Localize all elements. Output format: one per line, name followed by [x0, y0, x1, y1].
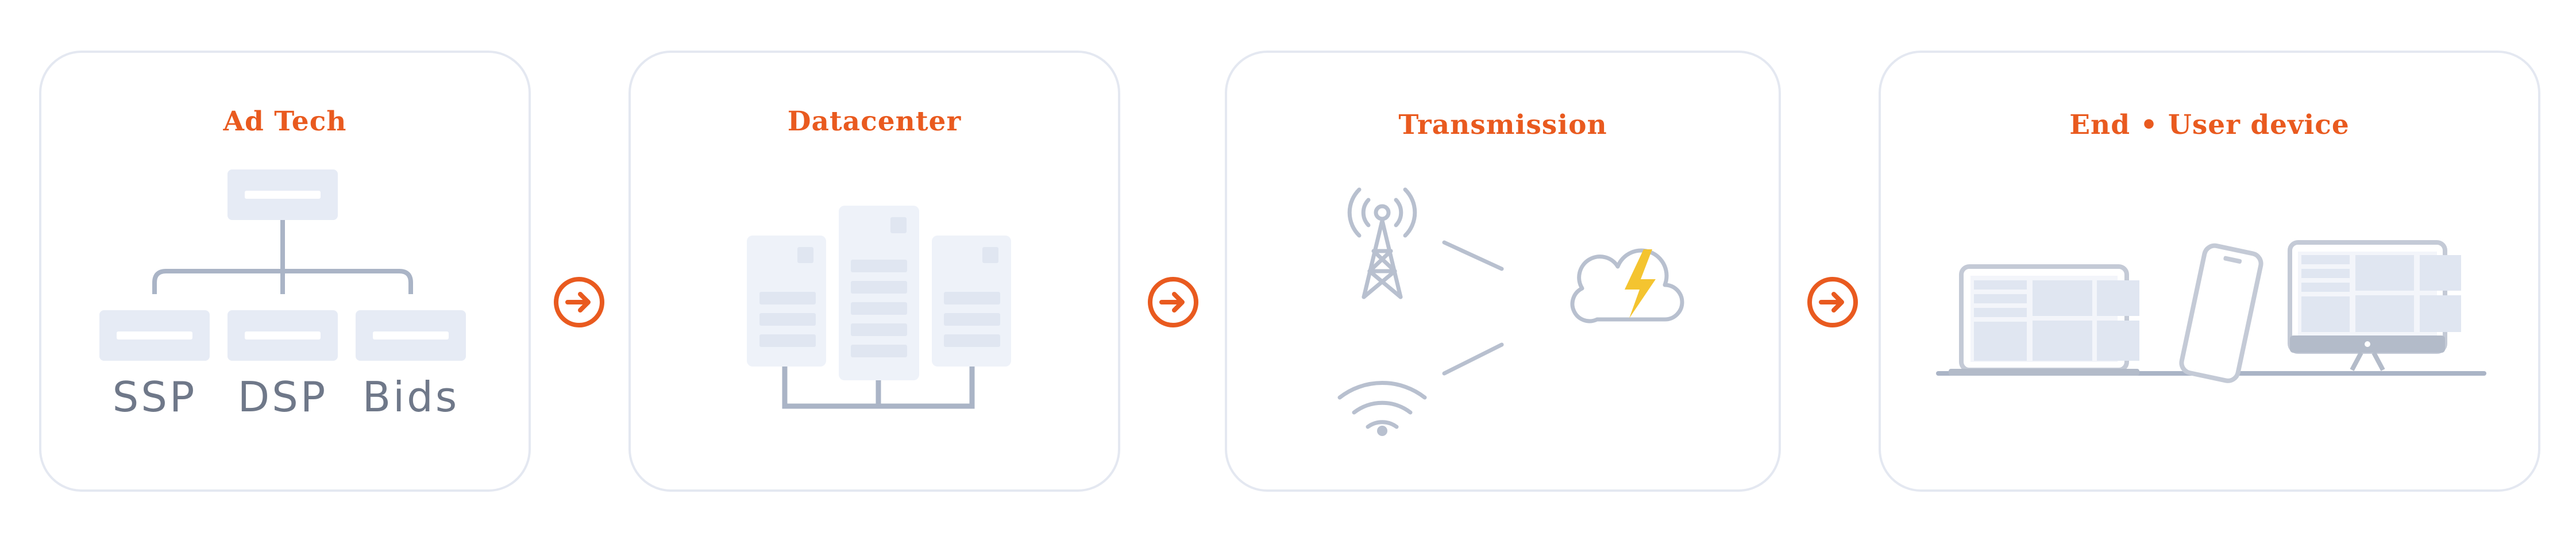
stage-card-transmission: Transmission [1225, 51, 1781, 492]
radio-tower-wifi-cloud-icon [1337, 187, 1684, 436]
arrow-right-circle-icon [1807, 277, 1858, 327]
arrow-right-circle-icon [1148, 277, 1198, 327]
stage-card-end-user-device: End • User device [1879, 51, 2540, 492]
arrow-right-circle-icon [554, 277, 604, 327]
laptop-phone-desktop-icon [1936, 240, 2486, 383]
stage-card-datacenter: Datacenter [628, 51, 1120, 492]
stage-title-transmission: Transmission [1398, 109, 1607, 141]
stage-title-end-user-device: End • User device [2069, 109, 2350, 141]
node-label-dsp: DSP [238, 373, 328, 421]
node-label-bids: Bids [363, 373, 460, 421]
stage-title-ad-tech: Ad Tech [223, 106, 347, 137]
server-rack-icon [747, 206, 1011, 409]
hierarchy-tree-icon: SSP DSP Bids [99, 169, 466, 421]
node-label-ssp: SSP [113, 373, 197, 421]
stage-title-datacenter: Datacenter [787, 106, 962, 137]
stage-card-ad-tech: Ad Tech SSP DSP Bids [39, 51, 531, 492]
